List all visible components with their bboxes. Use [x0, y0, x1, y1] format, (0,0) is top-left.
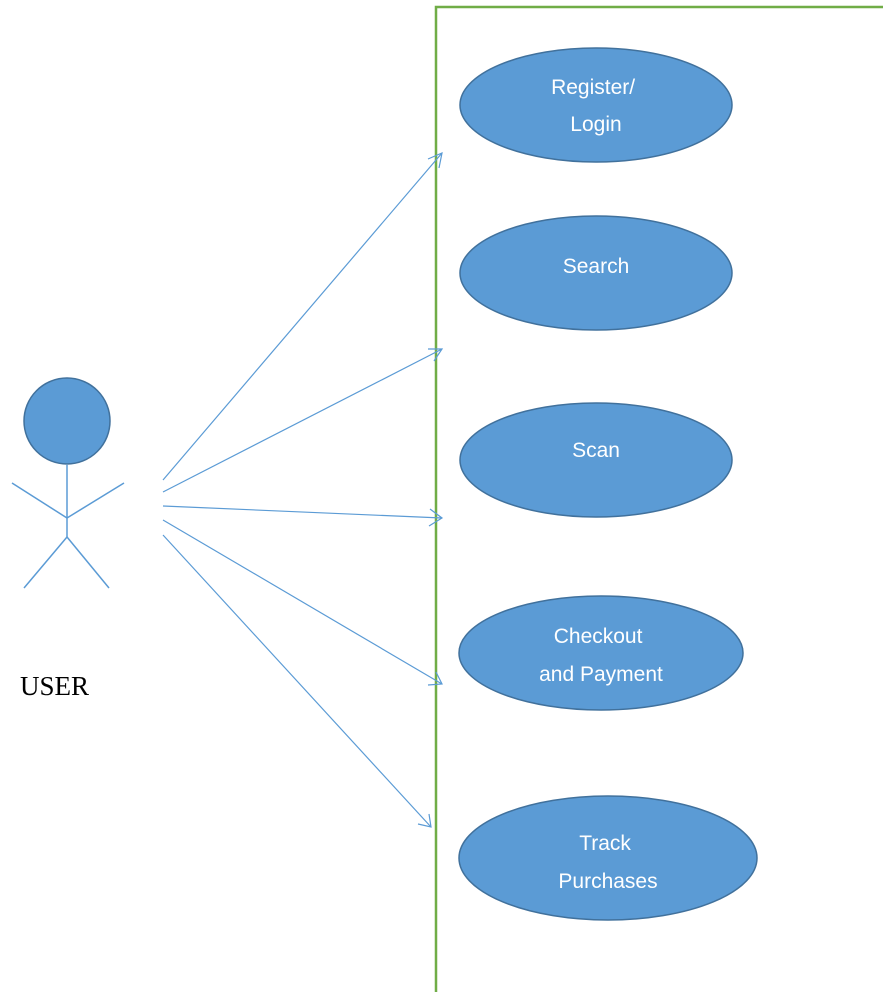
use-case-ellipse — [458, 595, 744, 711]
use-case-label-line: and Payment — [539, 663, 663, 686]
svg-text:Register/ Login: Register/ Login — [551, 76, 641, 136]
actor-head — [23, 377, 111, 465]
svg-text:Checkout and Payment: Checkout and Payment — [539, 625, 663, 686]
use-case-ellipse — [459, 215, 733, 331]
use-case-search: Search — [459, 215, 733, 331]
use-case-label-line: Scan — [572, 439, 620, 462]
actor-right-arm — [66, 482, 125, 519]
actor-label: USER — [20, 671, 89, 701]
svg-text:Scan: Scan — [572, 439, 620, 462]
use-case-ellipse — [459, 47, 733, 163]
use-case-scan: Scan — [459, 402, 733, 518]
association-arrow-scan — [162, 505, 444, 527]
association-arrow-track-purchases — [162, 534, 432, 828]
association-arrows — [162, 151, 444, 828]
actor-left-leg — [23, 536, 68, 589]
association-arrow-search — [162, 348, 444, 493]
use-case-checkout-payment: Checkout and Payment — [458, 595, 744, 711]
use-case-ellipse — [458, 795, 758, 921]
association-arrow-register-login — [162, 151, 443, 481]
actor-right-leg — [66, 536, 110, 589]
use-case-track-purchases: Track Purchases — [458, 795, 758, 921]
use-case-label-line: Register/ — [551, 76, 635, 99]
actor-left-arm — [11, 482, 68, 519]
svg-text:Track Purchases: Track Purchases — [558, 832, 657, 893]
use-case-ellipse — [459, 402, 733, 518]
use-case-label-line: Purchases — [558, 870, 657, 893]
use-case-register-login: Register/ Login — [459, 47, 733, 163]
use-case-label-line: Login — [570, 113, 621, 136]
use-case-label-line: Search — [563, 255, 630, 278]
system-boundary — [434, 5, 883, 992]
svg-text:Search: Search — [563, 255, 630, 278]
association-arrow-checkout-payment — [162, 519, 443, 686]
use-case-label-line: Checkout — [554, 625, 643, 648]
use-case-label-line: Track — [579, 832, 631, 855]
user-actor — [11, 377, 125, 589]
